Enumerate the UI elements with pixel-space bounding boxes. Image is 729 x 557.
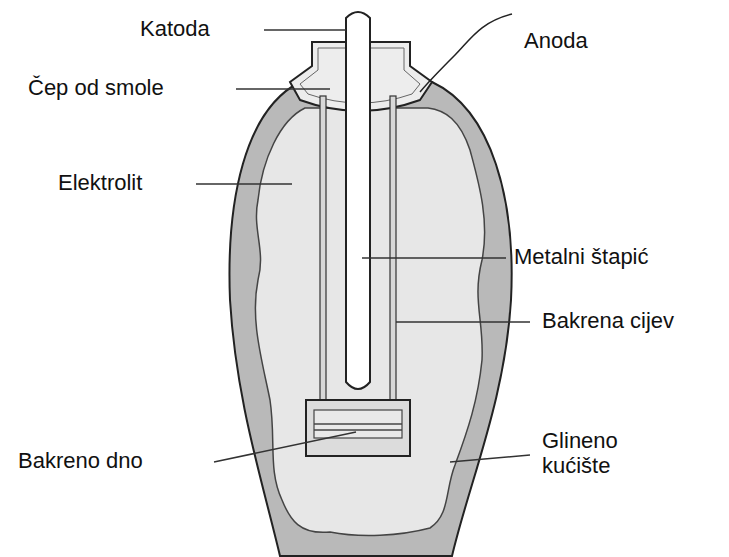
- part-label-text: Glineno kućište: [542, 428, 618, 478]
- part-label: Metalni štapić: [514, 244, 649, 269]
- leader-line: [264, 29, 346, 31]
- part-label-text: Elektrolit: [58, 170, 142, 195]
- leader-line: [196, 183, 292, 185]
- anode-wire: [420, 14, 512, 92]
- leader-line: [214, 432, 356, 462]
- part-label: Glineno kućište: [542, 428, 652, 479]
- part-label: Bakreno dno: [18, 448, 143, 473]
- metal-rod: [346, 12, 370, 389]
- copper-tube-left: [320, 96, 326, 402]
- copper-bottom-inner: [314, 410, 402, 438]
- part-label: Čep od smole: [28, 75, 164, 100]
- part-label: Katoda: [140, 16, 210, 41]
- part-label-text: Čep od smole: [28, 75, 164, 100]
- part-label: Anoda: [524, 28, 588, 53]
- part-label: Elektrolit: [58, 170, 142, 195]
- leader-line: [396, 321, 530, 323]
- copper-tube-right: [390, 96, 396, 402]
- leader-line: [450, 455, 530, 462]
- part-label-text: Bakrena cijev: [542, 308, 674, 333]
- part-label-text: Metalni štapić: [514, 244, 649, 269]
- copper-bottom-line: [314, 429, 402, 431]
- copper-bottom-line: [314, 423, 402, 425]
- part-label-text: Bakreno dno: [18, 448, 143, 473]
- leader-line: [236, 88, 330, 90]
- part-label: Bakrena cijev: [542, 308, 674, 333]
- part-label-text: Katoda: [140, 16, 210, 41]
- copper-bottom: [306, 400, 410, 456]
- leader-line: [362, 257, 506, 259]
- part-label-text: Anoda: [524, 28, 588, 53]
